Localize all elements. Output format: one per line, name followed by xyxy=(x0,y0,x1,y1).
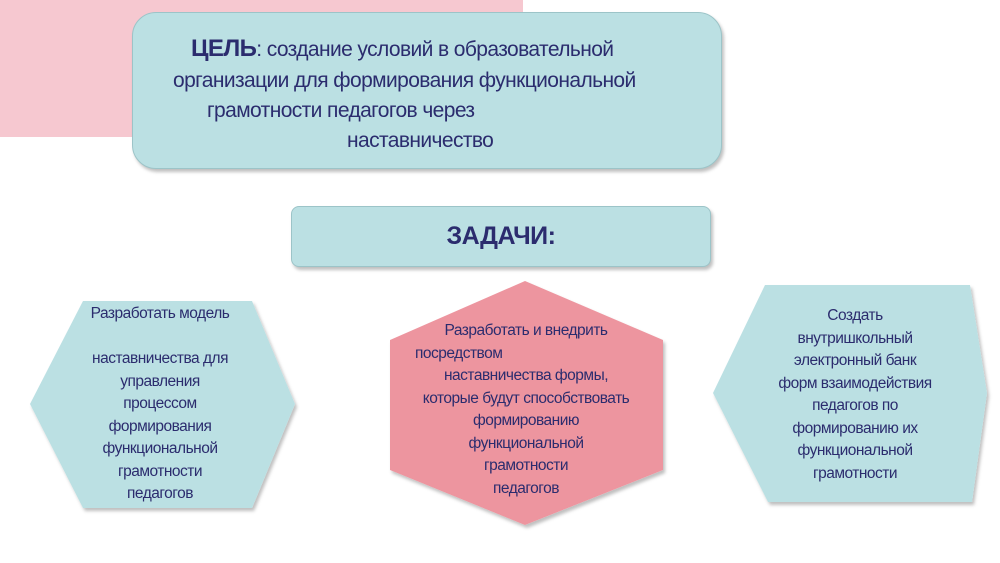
task-3-line: электронный банк xyxy=(793,352,917,369)
task-1-line: педагогов xyxy=(127,485,193,502)
task-3-line: грамотности xyxy=(812,464,898,482)
goal-box: ЦЕЛЬ: создание условий в образовательной… xyxy=(132,12,722,169)
task-1-line: наставничества для xyxy=(92,350,228,367)
task-2-line: наставничества формы, xyxy=(443,367,609,384)
task-2-line: педагогов xyxy=(493,479,559,497)
goal-text: : создание условий в образовательной xyxy=(256,38,614,61)
task-3-text: Создать внутришкольный электронный банк … xyxy=(745,305,965,485)
task-1-line: процессом xyxy=(123,395,197,412)
task-hexagon-1 xyxy=(30,301,295,508)
tasks-header-box: ЗАДАЧИ: xyxy=(291,206,711,267)
goal-line-4: наставничество xyxy=(347,129,494,152)
task-1-line: формирования xyxy=(108,417,212,435)
task-2-line: формированию xyxy=(472,412,580,429)
task-3-line: формированию их xyxy=(792,419,918,437)
task-2-line: посредством xyxy=(415,344,503,362)
task-hexagon-2 xyxy=(390,281,663,525)
task-2-line: Разработать и внедрить xyxy=(444,322,609,339)
task-1-line: управления xyxy=(120,372,200,390)
goal-title: ЦЕЛЬ xyxy=(191,35,257,62)
task-1-line: функциональной xyxy=(102,440,218,457)
tasks-title: ЗАДАЧИ: xyxy=(446,222,556,250)
task-2-text: Разработать и внедрить посредством наста… xyxy=(395,320,657,500)
task-1-text: Разработать модель наставничества для уп… xyxy=(60,303,260,506)
task-2-line: функциональной xyxy=(468,434,584,452)
task-1-line: грамотности xyxy=(117,462,203,480)
task-hexagon-3 xyxy=(713,285,987,502)
task-3-line: педагогов по xyxy=(812,397,898,414)
task-1-line xyxy=(60,326,260,349)
task-2-line: которые будут способствовать xyxy=(422,389,630,407)
task-3-line: Создать xyxy=(827,307,883,324)
task-3-line: форм взаимодействия xyxy=(778,374,932,392)
task-3-line: внутришкольный xyxy=(797,329,913,347)
goal-line-1: ЦЕЛЬ: создание условий в образовательной xyxy=(191,35,614,63)
goal-line-2: организации для формирования функциональ… xyxy=(173,69,636,92)
task-3-line: функциональной xyxy=(797,442,913,459)
task-1-line: Разработать модель xyxy=(90,305,230,322)
goal-line-3: грамотности педагогов через xyxy=(207,99,475,122)
task-2-line: грамотности xyxy=(483,457,569,474)
